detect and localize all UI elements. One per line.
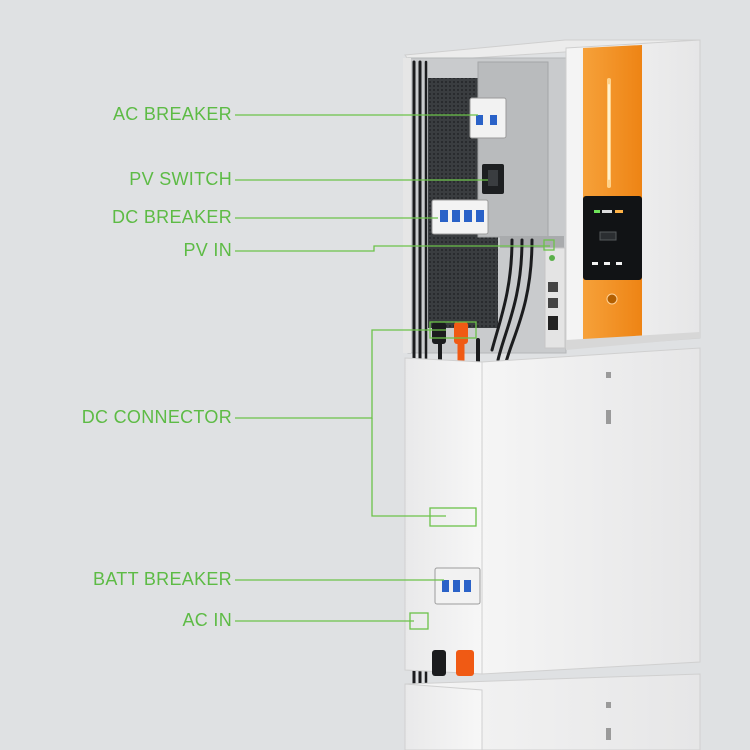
callout-batt-breaker: BATT BREAKER xyxy=(93,569,232,589)
callout-ac-in: AC IN xyxy=(182,610,232,630)
callout-ac-breaker: AC BREAKER xyxy=(112,104,232,124)
leader-dc-connector-top xyxy=(235,329,446,419)
leader-dc-connector-box-top xyxy=(429,321,477,339)
inverter-cabinet xyxy=(403,39,701,354)
leader-ac-in-box xyxy=(409,612,429,630)
battery-module-1 xyxy=(404,347,701,675)
batt-breaker-device xyxy=(434,567,481,605)
ac-breaker-device xyxy=(469,97,507,139)
leader-pv-in-box xyxy=(543,239,555,251)
leader-lines xyxy=(235,114,555,630)
orange-front-panel xyxy=(583,45,642,346)
callout-pv-in: PV IN xyxy=(183,240,232,260)
power-button-icon xyxy=(606,293,618,305)
display-screen xyxy=(583,196,642,280)
lower-connectors xyxy=(432,650,474,676)
pv-switch-device xyxy=(482,164,504,194)
callout-pv-switch: PV SWITCH xyxy=(129,169,232,189)
leader-dc-connector-box-bottom xyxy=(429,507,477,527)
callout-dc-breaker: DC BREAKER xyxy=(111,207,232,227)
battery-module-2 xyxy=(404,673,701,750)
callout-dc-connector: DC CONNECTOR xyxy=(81,407,232,427)
dc-breaker-device xyxy=(431,199,489,235)
leader-dc-connector-bottom xyxy=(371,418,446,517)
leader-pv-in xyxy=(235,245,550,252)
